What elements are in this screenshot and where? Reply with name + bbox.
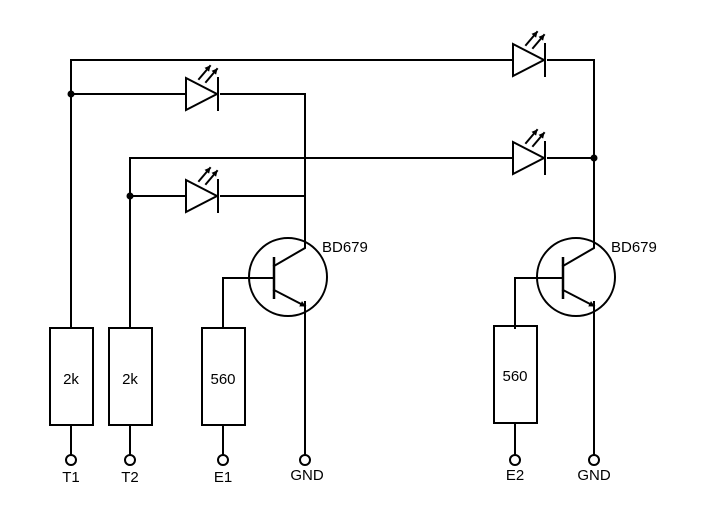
t1-label: T1 [62, 469, 80, 486]
terminal-e2: E2 [506, 454, 524, 484]
e1-label: E1 [214, 469, 232, 486]
led-4 [185, 166, 220, 214]
q2-label: BD679 [611, 239, 657, 256]
r2-value: 2k [122, 371, 138, 388]
junction-dot [590, 154, 598, 162]
wire-q2-base [514, 277, 564, 329]
e2-label: E2 [506, 467, 524, 484]
transistor-q2: BD679 [536, 237, 657, 317]
t2-label: T2 [121, 469, 139, 486]
terminal-t2: T2 [121, 454, 139, 486]
terminal-gnd2: GND [577, 454, 611, 484]
gnd1-label: GND [290, 467, 324, 484]
resistor-r1: 2k [49, 327, 94, 426]
gnd2-label: GND [577, 467, 611, 484]
led-3 [512, 128, 547, 176]
led-2 [512, 30, 547, 78]
wire-t2-rail [129, 157, 595, 329]
transistor-q1: BD679 [248, 237, 368, 317]
r4-value: 560 [502, 368, 527, 385]
wire-top-rail [70, 59, 595, 329]
resistor-r2: 2k [108, 327, 153, 426]
r1-value: 2k [63, 371, 79, 388]
terminal-t1: T1 [62, 454, 80, 486]
r3-value: 560 [210, 371, 235, 388]
terminal-e1: E1 [214, 454, 232, 486]
wiring [70, 59, 595, 456]
led-1 [185, 64, 220, 112]
resistor-r3: 560 [201, 327, 246, 426]
wire-q1-base [222, 277, 275, 329]
q1-label: BD679 [322, 239, 368, 256]
junction-dot [126, 192, 134, 200]
terminal-gnd1: GND [290, 454, 324, 484]
resistor-r4: 560 [493, 325, 538, 424]
wire-t1-led1 [70, 93, 306, 241]
junction-dot [67, 90, 75, 98]
